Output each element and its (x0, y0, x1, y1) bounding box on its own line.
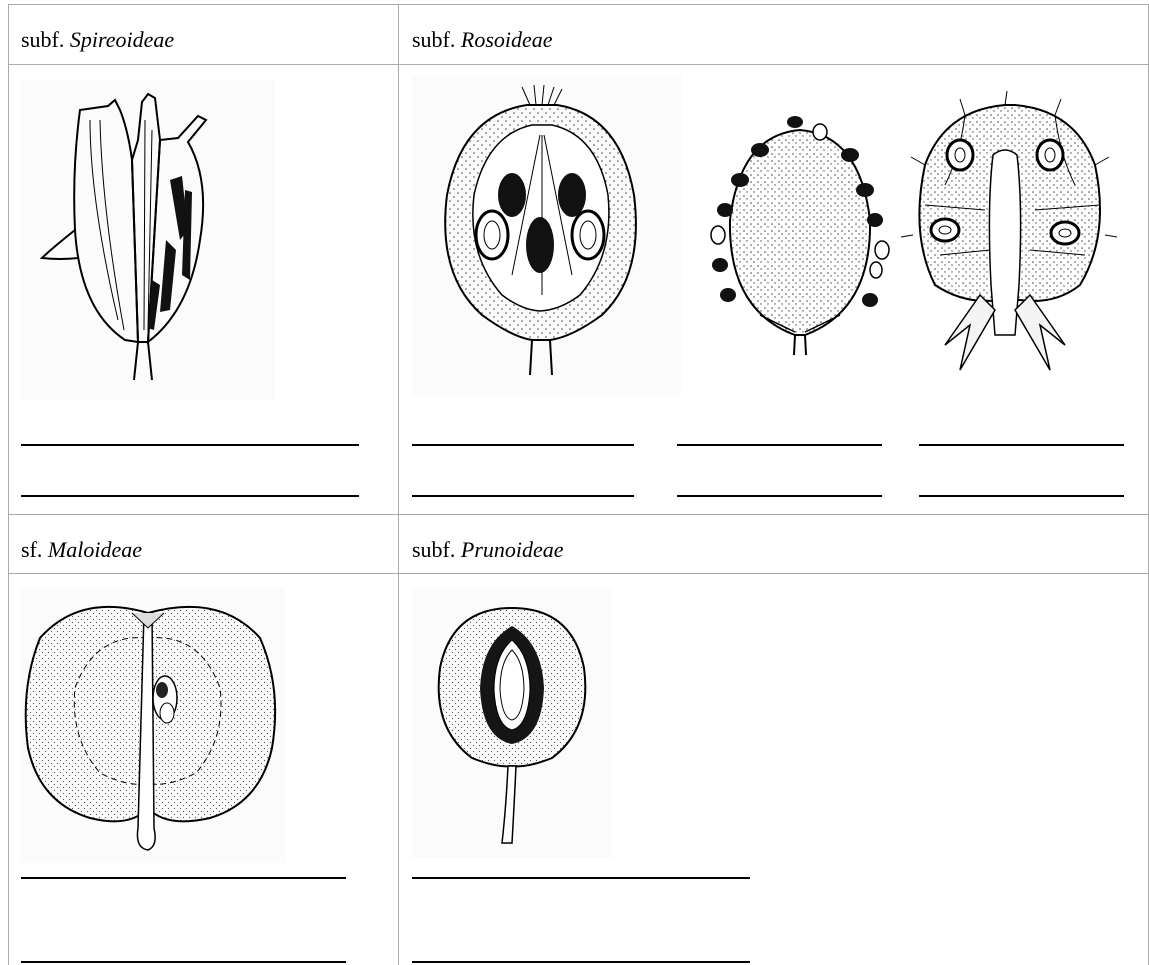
header-prefix: sf. (21, 537, 42, 562)
answer-blank[interactable] (919, 495, 1124, 497)
answer-blank[interactable] (21, 495, 359, 497)
rosoideae-strawberry-drawing (700, 110, 900, 360)
header-prefix: subf. (412, 537, 455, 562)
column-divider (398, 4, 399, 965)
header-taxon-name: Maloideae (48, 537, 142, 562)
row-divider (8, 64, 1149, 65)
answer-blank[interactable] (412, 961, 750, 963)
answer-blank[interactable] (412, 444, 634, 446)
header-prefix: subf. (412, 27, 455, 52)
table-border-top (8, 4, 1149, 5)
header-spireoideae: subf. Spireoideae (21, 27, 174, 53)
header-prefix: subf. (21, 27, 64, 52)
rosoideae-hip-drawing (412, 75, 682, 395)
rosoideae-rubus-drawing (905, 85, 1120, 385)
header-rosoideae: subf. Rosoideae (412, 27, 553, 53)
header-prunoideae: subf. Prunoideae (412, 537, 564, 563)
prunoideae-drupe-drawing (412, 588, 612, 858)
answer-blank[interactable] (677, 495, 882, 497)
header-maloideae: sf. Maloideae (21, 537, 142, 563)
table-border-left (8, 4, 9, 965)
answer-blank[interactable] (412, 495, 634, 497)
header-taxon-name: Spireoideae (70, 27, 174, 52)
row-divider (8, 514, 1149, 515)
header-taxon-name: Prunoideae (461, 537, 564, 562)
answer-blank[interactable] (677, 444, 882, 446)
answer-blank[interactable] (919, 444, 1124, 446)
spireoideae-follicle-drawing (20, 80, 275, 400)
answer-blank[interactable] (21, 444, 359, 446)
answer-blank[interactable] (21, 877, 346, 879)
row-divider (8, 573, 1149, 574)
answer-blank[interactable] (412, 877, 750, 879)
maloideae-apple-drawing (20, 588, 285, 863)
header-taxon-name: Rosoideae (461, 27, 553, 52)
answer-blank[interactable] (21, 961, 346, 963)
